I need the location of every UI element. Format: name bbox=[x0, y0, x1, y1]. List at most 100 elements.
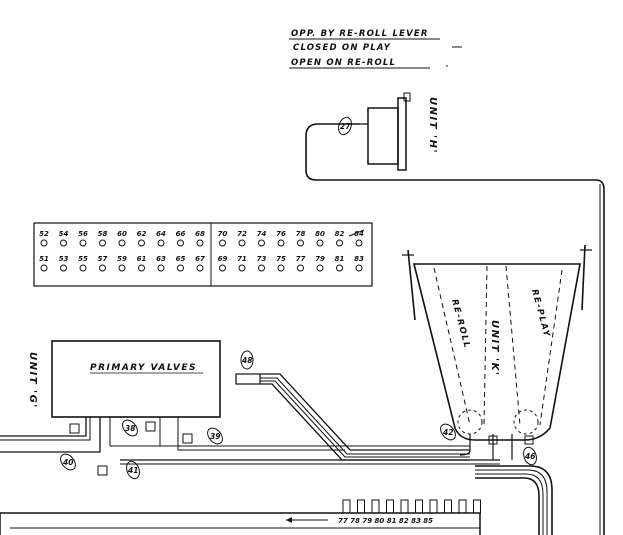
unit-k-label: UNIT 'K' bbox=[489, 320, 500, 376]
tube-tag-39: 39 bbox=[210, 432, 220, 441]
note-line-3: OPEN ON RE-ROLL bbox=[291, 58, 396, 68]
port-label-67: 67 bbox=[195, 255, 205, 263]
tube-tag-42: 42 bbox=[443, 428, 453, 437]
lever-note: OPP. BY RE-ROLL LEVER CLOSED ON PLAY OPE… bbox=[289, 29, 462, 69]
port-hole-55 bbox=[79, 264, 87, 272]
strip-nipple bbox=[429, 499, 438, 514]
tube-tag-27: 27 bbox=[340, 122, 351, 131]
bottom-strip-numbers: 77 78 79 80 81 82 83 85 bbox=[338, 517, 433, 525]
port-hole-62 bbox=[138, 239, 145, 247]
port-label-73: 73 bbox=[257, 255, 267, 263]
port-label-80: 80 bbox=[315, 230, 325, 238]
port-hole-53 bbox=[60, 264, 67, 272]
port-label-57: 57 bbox=[98, 255, 108, 263]
port-hole-76 bbox=[277, 239, 285, 247]
port-label-76: 76 bbox=[276, 230, 286, 238]
port-hole-54 bbox=[60, 239, 67, 247]
tube-tag-48: 48 bbox=[242, 356, 252, 365]
port-hole-74 bbox=[258, 239, 265, 247]
unit-h: UNIT 'H' bbox=[360, 92, 438, 171]
port-label-79: 79 bbox=[315, 255, 325, 263]
primary-valves-label: PRIMARY VALVES bbox=[90, 363, 197, 373]
port-label-60: 60 bbox=[117, 230, 127, 238]
unit-k: RE-ROLL RE-PLAY UNIT 'K' bbox=[402, 244, 592, 441]
unit-k-tubes: 42 46 bbox=[440, 423, 553, 535]
port-hole-79 bbox=[316, 264, 324, 272]
port-label-52: 52 bbox=[39, 230, 49, 238]
port-label-82: 82 bbox=[335, 230, 345, 238]
unit-g-label: UNIT 'G' bbox=[27, 352, 38, 409]
port-label-61: 61 bbox=[137, 255, 147, 263]
unit-h-label: UNIT 'H' bbox=[427, 97, 438, 154]
valve-box-tubes: 38 39 40 41 bbox=[0, 417, 500, 480]
port-hole-71 bbox=[238, 264, 246, 272]
port-hole-58 bbox=[99, 239, 106, 247]
port-label-78: 78 bbox=[296, 230, 306, 238]
note-line-1: OPP. BY RE-ROLL LEVER bbox=[291, 29, 429, 39]
strip-nipple bbox=[371, 499, 380, 514]
port-hole-73 bbox=[258, 264, 265, 272]
port-hole-84 bbox=[355, 239, 363, 247]
tube-tag-46: 46 bbox=[525, 452, 535, 461]
strip-nipple bbox=[342, 499, 351, 514]
port-hole-83 bbox=[355, 264, 363, 272]
unit-h-tube: 27 bbox=[305, 116, 605, 535]
port-label-54: 54 bbox=[59, 230, 69, 238]
primary-valves-box: PRIMARY VALVES UNIT 'G' bbox=[27, 340, 221, 418]
port-hole-70 bbox=[219, 239, 226, 247]
strip-nipples bbox=[342, 499, 481, 514]
port-hole-63 bbox=[157, 264, 165, 272]
port-label-75: 75 bbox=[276, 255, 286, 263]
port-hole-57 bbox=[99, 264, 106, 272]
port-hole-66 bbox=[177, 239, 184, 247]
port-label-65: 65 bbox=[176, 255, 186, 263]
note-line-2: CLOSED ON PLAY bbox=[293, 43, 391, 53]
port-label-55: 55 bbox=[78, 255, 88, 263]
tube-tag-41: 41 bbox=[128, 466, 138, 475]
port-label-84: 84 bbox=[354, 230, 364, 238]
re-play-label: RE-PLAY bbox=[529, 288, 552, 339]
port-label-51: 51 bbox=[39, 255, 49, 263]
port-label-69: 69 bbox=[218, 255, 228, 263]
port-label-83: 83 bbox=[354, 255, 364, 263]
port-hole-56 bbox=[79, 239, 87, 247]
port-label-56: 56 bbox=[78, 230, 88, 238]
port-hole-65 bbox=[177, 264, 184, 272]
port-hole-60 bbox=[118, 239, 126, 247]
port-label-58: 58 bbox=[98, 230, 108, 238]
port-label-71: 71 bbox=[237, 255, 247, 263]
port-label-53: 53 bbox=[59, 255, 69, 263]
port-label-72: 72 bbox=[237, 230, 247, 238]
port-hole-52 bbox=[40, 239, 48, 247]
port-label-81: 81 bbox=[335, 255, 345, 263]
port-label-70: 70 bbox=[218, 230, 228, 238]
port-label-62: 62 bbox=[137, 230, 147, 238]
bottom-strip: 77 78 79 80 81 82 83 85 bbox=[0, 499, 481, 535]
port-label-64: 64 bbox=[156, 230, 166, 238]
port-label-68: 68 bbox=[195, 230, 205, 238]
strip-nipple bbox=[400, 499, 409, 514]
strip-nipple bbox=[444, 499, 452, 514]
re-roll-label: RE-ROLL bbox=[449, 298, 472, 350]
strip-nipple bbox=[357, 499, 365, 514]
diagonal-tube-bundle: 48 bbox=[235, 350, 470, 461]
tube-tag-40: 40 bbox=[63, 458, 73, 467]
tube-tag-38: 38 bbox=[125, 424, 135, 433]
port-hole-77 bbox=[297, 264, 304, 272]
strip-nipple bbox=[458, 499, 467, 514]
port-hole-59 bbox=[118, 264, 126, 272]
port-hole-64 bbox=[157, 239, 165, 247]
port-hole-82 bbox=[336, 239, 343, 247]
strip-nipple bbox=[415, 499, 423, 514]
port-hole-69 bbox=[219, 264, 226, 272]
port-hole-68 bbox=[196, 239, 204, 247]
port-hole-78 bbox=[297, 239, 304, 247]
port-hole-67 bbox=[196, 264, 204, 272]
port-label-77: 77 bbox=[296, 255, 306, 263]
port-hole-72 bbox=[238, 239, 246, 247]
port-label-59: 59 bbox=[117, 255, 127, 263]
strip-nipple bbox=[473, 499, 481, 514]
